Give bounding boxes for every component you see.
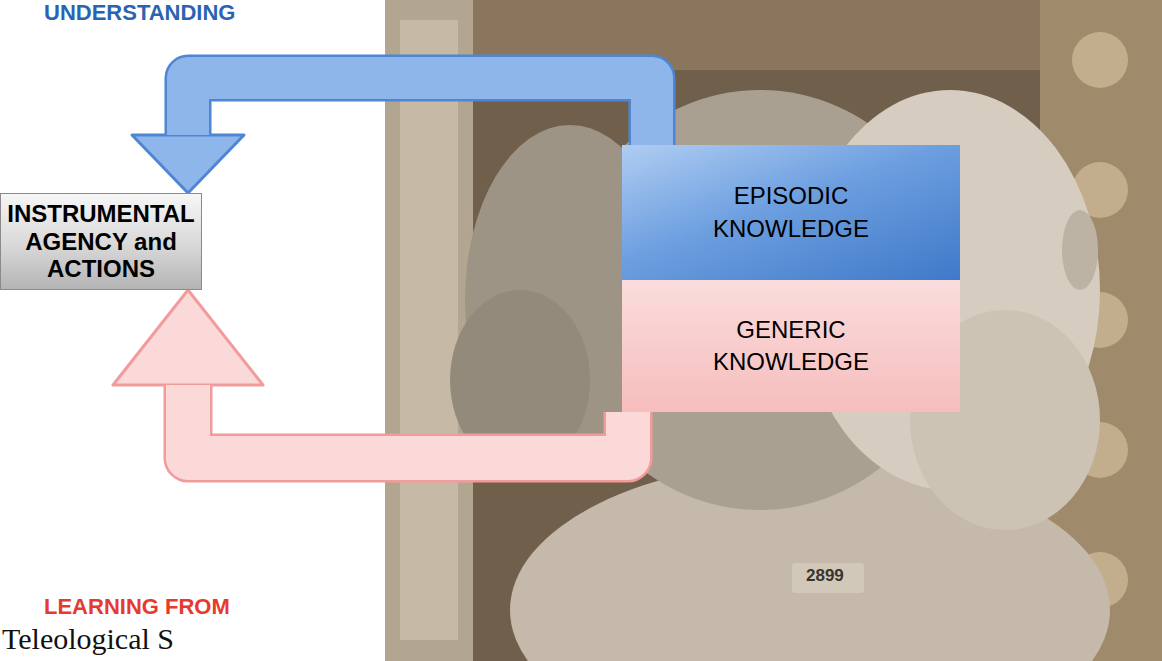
arrow-body — [188, 385, 628, 458]
inventory-number: 2899 — [806, 567, 844, 584]
box-label: INSTRUMENTAL AGENCY and ACTIONS — [7, 200, 195, 283]
section-heading: LEARNING FROM — [44, 596, 230, 618]
arrowhead — [113, 290, 263, 385]
arrowhead — [132, 135, 244, 193]
arrow-body — [188, 78, 652, 145]
understanding-arrow — [132, 78, 652, 193]
label-holder: UNDERSTANDING — [44, 2, 235, 24]
pilaster-panel — [400, 20, 458, 640]
label-holder: Teleological S — [2, 624, 174, 654]
label-holder: LEARNING FROM — [44, 596, 230, 618]
box-label: GENERIC KNOWLEDGE — [701, 314, 881, 379]
label-holder: 2899 — [806, 567, 844, 585]
nose — [1062, 210, 1098, 290]
arrow-outline — [188, 385, 628, 458]
box-label: EPISODIC KNOWLEDGE — [701, 180, 881, 245]
knowledge-box: GENERIC KNOWLEDGE — [622, 280, 960, 412]
learning-arrow — [113, 290, 628, 458]
ornament — [1072, 32, 1128, 88]
plaque — [792, 563, 864, 593]
caption-fragment: Teleological S — [2, 624, 174, 654]
arrow-outline — [188, 78, 652, 145]
process-box: INSTRUMENTAL AGENCY and ACTIONS — [0, 193, 202, 290]
knowledge-box: EPISODIC KNOWLEDGE — [622, 145, 960, 280]
section-heading: UNDERSTANDING — [44, 2, 235, 24]
